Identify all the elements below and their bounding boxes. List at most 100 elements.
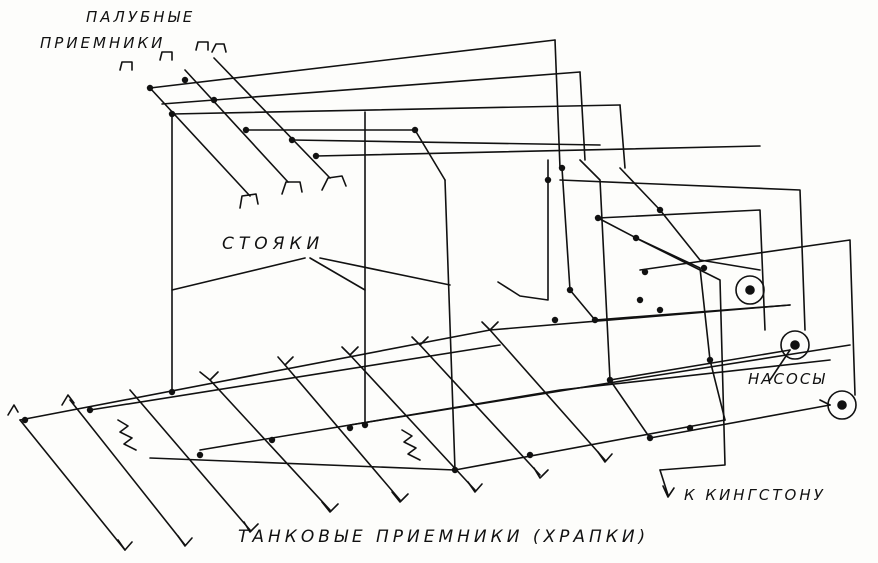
- junction-dot: [641, 268, 649, 276]
- riser-6: [444, 179, 456, 471]
- riser-3: [554, 39, 561, 169]
- tank-main-group: [7, 304, 851, 551]
- pump-2: [780, 330, 810, 360]
- risers-label-pointer-3: [319, 257, 451, 286]
- deck-pipe-2: [184, 69, 289, 183]
- deck-receiver-hook-5: [239, 193, 259, 209]
- pump-2-core: [790, 340, 800, 350]
- tank-branch-4: [209, 379, 331, 511]
- junction-dot: [700, 264, 708, 272]
- tank-receiver-foot-6: [321, 501, 339, 513]
- manifold-pipe-4: [597, 217, 726, 471]
- deck-receivers-group: [119, 39, 761, 209]
- pump-1: [735, 275, 765, 305]
- to-kingston-label: К КИНГСТОНУ: [684, 486, 826, 504]
- junction-dot: [361, 421, 369, 429]
- deck-receiver-hook-4: [211, 43, 227, 53]
- risers-group: [171, 39, 626, 471]
- deck-crossline-5: [291, 139, 601, 146]
- junction-dot: [146, 84, 154, 92]
- manifold-pipe-6: [635, 237, 726, 421]
- tank-receiver-foot-7: [391, 491, 409, 503]
- junction-dot: [632, 234, 640, 242]
- deck-crossline-1: [149, 39, 556, 89]
- junction-dot: [594, 214, 602, 222]
- tank-receiver-foot-9: [533, 467, 549, 479]
- tank-receiver-foot-13: [341, 346, 359, 356]
- junction-dot: [196, 451, 204, 459]
- tank-receiver-foot-8: [467, 481, 483, 493]
- junction-dot: [168, 110, 176, 118]
- tank-receiver-foot-5: [243, 521, 259, 533]
- deck-crossline-2: [161, 71, 581, 105]
- junction-dot: [526, 451, 534, 459]
- junction-dot: [181, 76, 189, 84]
- strainer-1: [117, 419, 137, 451]
- junction-dot: [86, 406, 94, 414]
- tank-branch-2: [69, 399, 186, 546]
- junction-dot: [288, 136, 296, 144]
- junction-dot: [656, 206, 664, 214]
- junction-dot: [686, 424, 694, 432]
- junction-dot: [346, 424, 354, 432]
- manifold-cross-3: [639, 239, 856, 396]
- junction-dot: [558, 164, 566, 172]
- junctions-group: [21, 76, 714, 474]
- junction-dot: [168, 388, 176, 396]
- tank-branch-5: [284, 364, 401, 501]
- manifold-cross-2: [597, 209, 766, 331]
- strainer-2: [401, 429, 421, 461]
- manifold-cross-6: [649, 404, 831, 439]
- deck-receiver-hook-3: [195, 41, 209, 51]
- tank-receiver-foot-10: [597, 451, 613, 463]
- junction-dot: [706, 356, 714, 364]
- pump-manifold-group: [497, 159, 857, 498]
- tank-branch-8: [489, 329, 606, 461]
- junction-dot: [312, 152, 320, 160]
- risers-label: СТОЯКИ: [222, 234, 325, 254]
- riser-4: [579, 71, 586, 161]
- tank-receiver-foot-14: [411, 336, 429, 346]
- manifold-pipe-1: [497, 159, 549, 301]
- pumps-label: НАСОСЫ: [748, 370, 827, 388]
- tank-branch-1: [19, 419, 126, 551]
- tank-branch-3: [129, 389, 251, 531]
- junction-dot: [242, 126, 250, 134]
- deck-pipe-1: [149, 87, 251, 197]
- tank-receiver-foot-4: [177, 535, 193, 547]
- manifold-pipe-2: [561, 167, 596, 321]
- junction-dot: [411, 126, 419, 134]
- junction-dot: [636, 296, 644, 304]
- junction-dot: [544, 176, 552, 184]
- manifold-cross-1: [559, 179, 806, 331]
- tank-receiver-foot-1: [7, 404, 19, 416]
- kingston-arrow: [659, 469, 675, 498]
- tank-receiver-foot-11: [199, 371, 219, 381]
- junction-dot: [606, 376, 614, 384]
- tank-main-line-4: [199, 359, 831, 451]
- tank-receiver-foot-15: [481, 321, 499, 331]
- tank-main-line-5: [349, 344, 851, 426]
- deck-receiver-hook-2: [159, 51, 173, 61]
- junction-dot: [646, 434, 654, 442]
- tank-branch-7: [419, 344, 541, 476]
- pump-3: [827, 390, 857, 420]
- junction-dot: [566, 286, 574, 294]
- risers-label-pointer-2: [309, 257, 366, 291]
- manifold-pipe-5: [619, 167, 761, 271]
- junction-dot: [210, 96, 218, 104]
- tank-receiver-foot-12: [277, 356, 294, 366]
- deck-receiver-hook-1: [119, 61, 133, 71]
- deck-crossline-6: [315, 145, 761, 157]
- deck-receivers-label-line2: ПРИЕМНИКИ: [40, 34, 166, 52]
- tank-main-line-3: [149, 419, 726, 471]
- junction-dot: [591, 316, 599, 324]
- pump-1-core: [745, 285, 755, 295]
- deck-receiver-hook-7: [321, 175, 347, 191]
- pump-3-core: [837, 400, 847, 410]
- tank-receivers-label: ТАНКОВЫЕ ПРИЕМНИКИ (ХРАПКИ): [238, 527, 650, 547]
- junction-dot: [656, 306, 664, 314]
- junction-dot: [551, 316, 559, 324]
